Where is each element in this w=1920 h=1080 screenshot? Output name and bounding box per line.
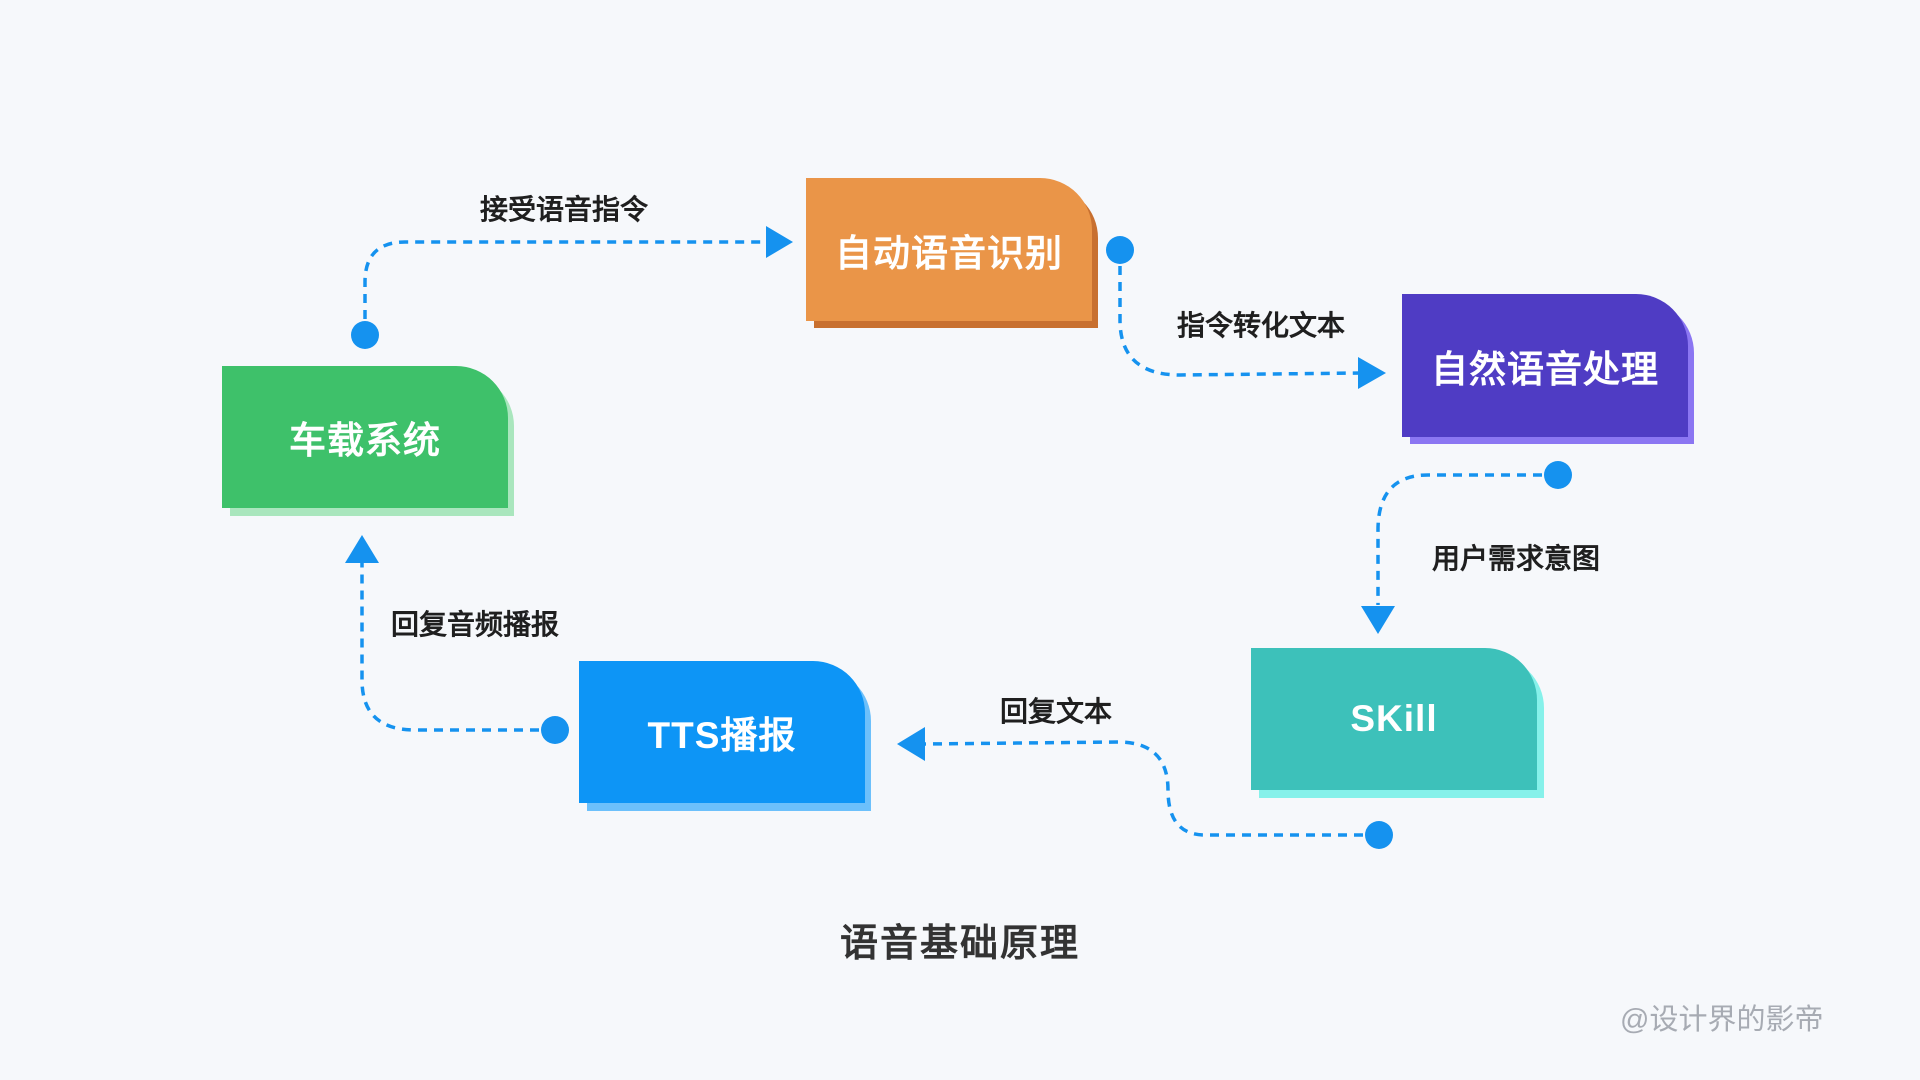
- edge-car-to-asr-line: [363, 240, 770, 335]
- edge-nlp-to-skill-arrowhead: [1361, 606, 1395, 634]
- edge-tts-to-car-start-dot: [541, 716, 569, 744]
- edge-car-to-asr-start-dot: [351, 321, 379, 349]
- edge-asr-to-nlp-start-dot: [1106, 236, 1134, 264]
- edge-label-asr-to-nlp: 指令转化文本: [1177, 310, 1346, 341]
- skill-node: SKill: [1251, 648, 1537, 790]
- tts-node: TTS播报: [579, 661, 865, 803]
- edge-label-skill-to-tts: 回复文本: [1000, 696, 1113, 727]
- car-node: 车载系统: [222, 366, 508, 508]
- asr-node-label: 自动语音识别: [835, 232, 1063, 274]
- watermark-text: @设计界的影帝: [1620, 1004, 1824, 1036]
- car-node-label: 车载系统: [289, 420, 441, 461]
- edge-car-to-asr-arrowhead: [766, 226, 793, 258]
- edge-skill-to-tts-start-dot: [1365, 821, 1393, 849]
- edge-tts-to-car-line: [360, 563, 555, 732]
- edge-skill-to-tts-arrowhead: [897, 727, 925, 761]
- asr-node: 自动语音识别: [806, 178, 1092, 321]
- tts-node-label: TTS播报: [647, 715, 797, 756]
- nlp-node-label: 自然语音处理: [1431, 348, 1659, 390]
- edge-label-nlp-to-skill: 用户需求意图: [1432, 543, 1601, 574]
- edge-nlp-to-skill-line: [1376, 473, 1558, 605]
- skill-node-label: SKill: [1350, 698, 1438, 739]
- edge-label-tts-to-car: 回复音频播报: [391, 609, 560, 640]
- edge-asr-to-nlp-line: [1118, 250, 1363, 377]
- edge-skill-to-tts-line: [923, 740, 1379, 837]
- edge-tts-to-car-arrowhead: [345, 535, 379, 563]
- nlp-node: 自然语音处理: [1402, 294, 1688, 437]
- edge-label-car-to-asr: 接受语音指令: [480, 194, 649, 225]
- diagram-caption: 语音基础原理: [839, 923, 1080, 965]
- edge-asr-to-nlp-arrowhead: [1358, 357, 1386, 389]
- edge-nlp-to-skill-start-dot: [1544, 461, 1572, 489]
